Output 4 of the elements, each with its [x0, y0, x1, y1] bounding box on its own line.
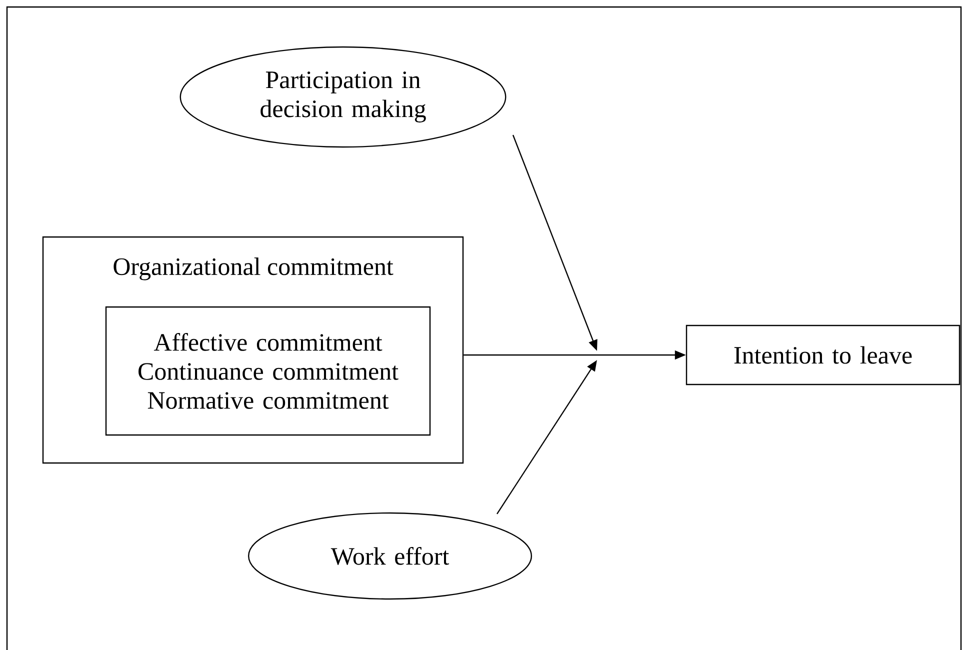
ellipse-node: Work effort — [248, 512, 532, 600]
box-node: Affective commitment Continuance commitment Normative commitment — [105, 306, 431, 436]
box-node: Intention to leave — [686, 324, 960, 386]
ellipse-node: Participation in decision making — [180, 46, 506, 148]
